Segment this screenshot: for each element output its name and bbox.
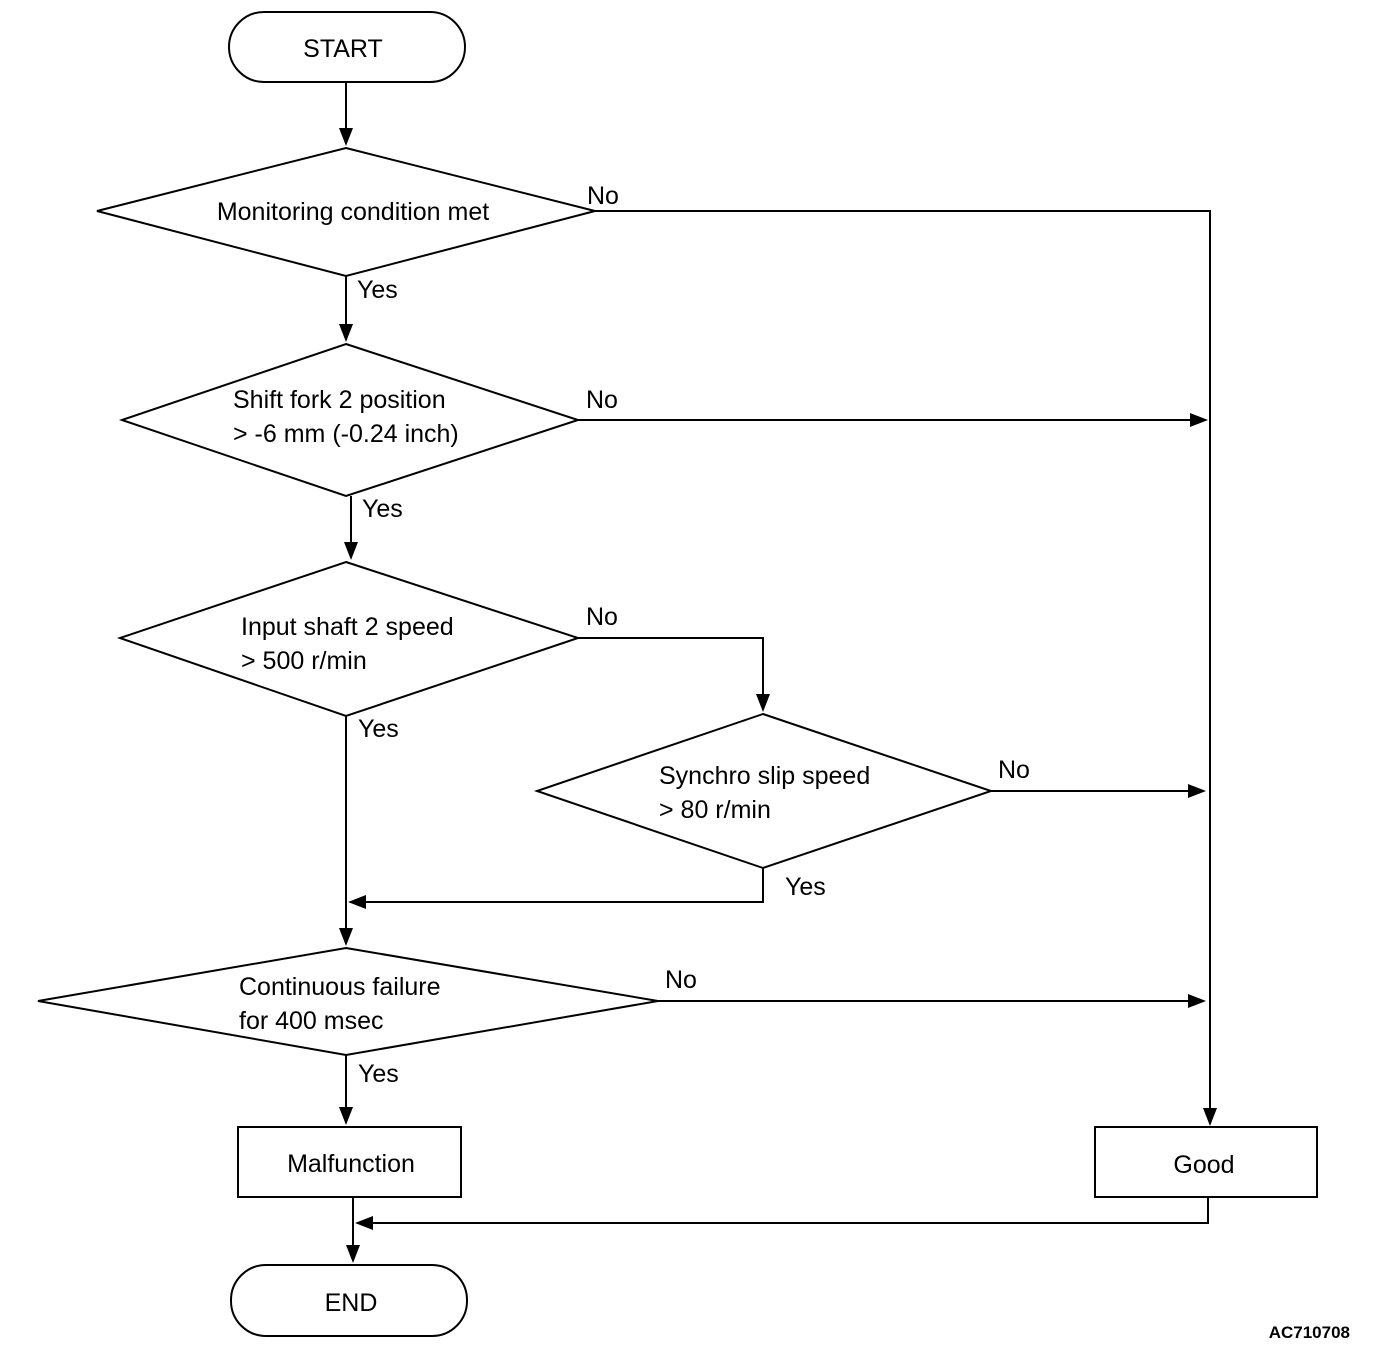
- arrowhead-shift-fork-no: [1190, 413, 1208, 427]
- malfunction-box: [237, 1126, 462, 1198]
- malfunction-label: Malfunction: [287, 1150, 415, 1178]
- connector-good-to-end: [371, 1197, 1209, 1224]
- decision-shift-fork-line1: Shift fork 2 position: [233, 386, 446, 414]
- end-terminal: [230, 1264, 468, 1337]
- arrowhead-continuous-no: [1188, 994, 1206, 1008]
- decision-shift-fork-line2: > -6 mm (-0.24 inch): [233, 420, 459, 448]
- decision-input-shaft-line1: Input shaft 2 speed: [241, 613, 454, 641]
- decision-continuous-line1: Continuous failure: [239, 973, 441, 1001]
- arrowhead-good-to-end: [355, 1216, 373, 1230]
- good-box: [1094, 1126, 1318, 1198]
- decision-input-shaft-line2: > 500 r/min: [241, 647, 367, 675]
- decision-continuous-failure: [37, 946, 659, 1057]
- label-continuous-yes: Yes: [358, 1060, 399, 1088]
- decision-monitoring-text: Monitoring condition met: [217, 198, 489, 226]
- label-synchro-yes: Yes: [785, 873, 826, 901]
- label-continuous-no: No: [665, 966, 697, 994]
- label-monitoring-yes: Yes: [357, 276, 398, 304]
- start-label: START: [303, 35, 383, 63]
- arrowhead-right-column-to-good: [1203, 1108, 1217, 1126]
- decision-shift-fork-position: [118, 342, 582, 498]
- connector-input-shaft-no: [578, 637, 764, 696]
- connector-monitoring-no: [595, 210, 1211, 1110]
- decision-synchro-line2: > 80 r/min: [659, 796, 771, 824]
- label-input-shaft-no: No: [586, 603, 618, 631]
- label-shift-fork-yes: Yes: [362, 495, 403, 523]
- label-monitoring-no: No: [587, 182, 619, 210]
- label-input-shaft-yes: Yes: [358, 715, 399, 743]
- arrowhead-input-shaft-yes: [339, 928, 353, 946]
- arrowhead-continuous-yes: [339, 1107, 353, 1125]
- arrowhead-synchro-yes: [348, 895, 366, 909]
- arrowhead-malfunction-to-end: [346, 1245, 360, 1263]
- end-label: END: [325, 1289, 378, 1317]
- arrowhead-monitoring-yes: [339, 324, 353, 342]
- decision-synchro-line1: Synchro slip speed: [659, 762, 870, 790]
- label-synchro-no: No: [998, 756, 1030, 784]
- label-shift-fork-no: No: [586, 386, 618, 414]
- arrowhead-start-to-monitoring: [339, 128, 353, 146]
- decision-synchro-slip-speed: [533, 712, 995, 870]
- arrowhead-shift-fork-yes: [344, 542, 358, 560]
- figure-code: AC710708: [1269, 1323, 1350, 1342]
- arrowhead-synchro-no: [1188, 784, 1206, 798]
- decision-continuous-line2: for 400 msec: [239, 1007, 384, 1035]
- good-label: Good: [1173, 1151, 1234, 1179]
- arrowhead-input-shaft-no: [756, 694, 770, 712]
- connector-synchro-yes: [364, 868, 764, 903]
